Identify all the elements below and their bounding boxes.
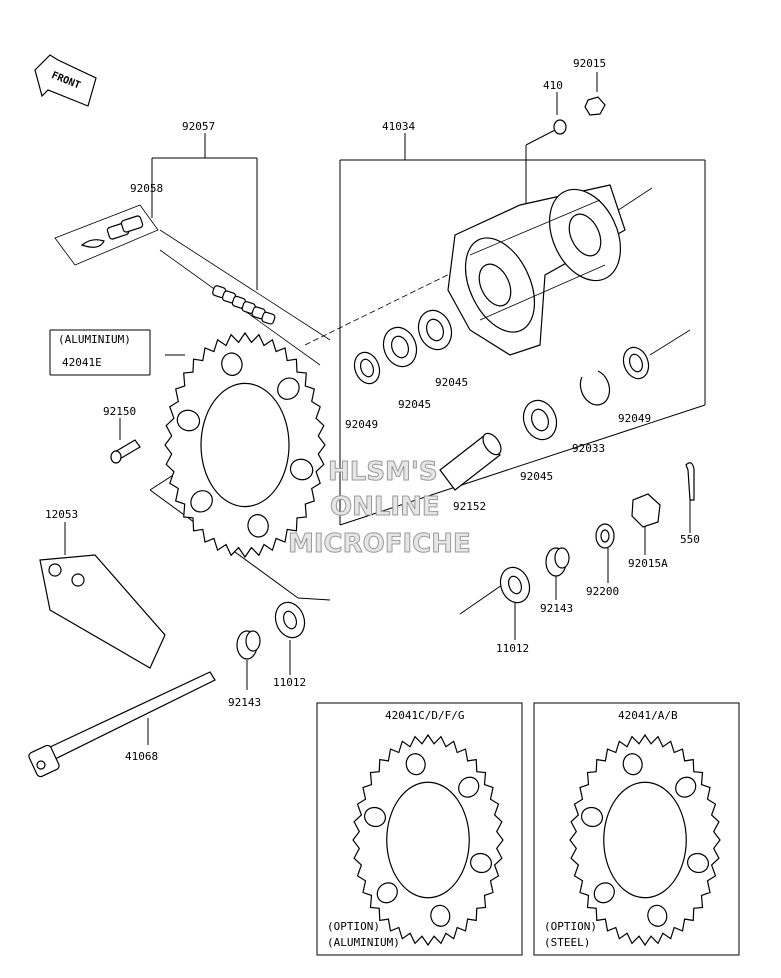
- label-92200: 92200: [586, 585, 619, 598]
- sprocket-option-steel: [569, 733, 721, 947]
- label-92015A: 92015A: [628, 557, 668, 570]
- nut-92015: [584, 96, 606, 116]
- label-92143-right: 92143: [540, 602, 573, 615]
- label-92143-left: 92143: [228, 696, 261, 709]
- label-92033: 92033: [572, 442, 605, 455]
- label-92057: 92057: [182, 120, 215, 133]
- label-92049-right: 92049: [618, 412, 651, 425]
- drive-chain: [54, 204, 331, 366]
- spacer-11012-right: [499, 566, 531, 604]
- watermark-line-3: MICROFICHE: [288, 529, 471, 559]
- label-92045-c: 92045: [520, 470, 553, 483]
- option-steel-line1: (OPTION): [544, 920, 597, 933]
- seal-92049-right: [622, 346, 650, 380]
- watermark: HLSM'S ONLINE MICROFICHE: [288, 457, 472, 560]
- label-aluminium-box: (ALUMINIUM): [58, 333, 131, 346]
- label-42041E: 42041E: [62, 356, 102, 369]
- option-steel-line2: (STEEL): [544, 936, 590, 949]
- master-link: [80, 215, 144, 248]
- chain-guide-12053: [39, 554, 166, 669]
- label-11012-right: 11012: [496, 642, 529, 655]
- circlip-92033: [579, 370, 611, 406]
- label-92015: 92015: [573, 57, 606, 70]
- option-aluminium-line2: (ALUMINIUM): [327, 936, 400, 949]
- watermark-line-2: ONLINE: [330, 492, 440, 522]
- option-aluminium-part: 42041C/D/F/G: [385, 709, 464, 722]
- bearing-92045-c: [522, 399, 558, 441]
- label-41034: 41034: [382, 120, 415, 133]
- cotter-pin-550: [685, 462, 695, 501]
- collar-92143-left: [236, 630, 261, 660]
- label-550: 550: [680, 533, 700, 546]
- option-steel-part: 42041/A/B: [618, 709, 678, 722]
- front-arrow-icon: FRONT: [34, 54, 97, 107]
- label-92049-left: 92049: [345, 418, 378, 431]
- label-92045-b: 92045: [398, 398, 431, 411]
- label-92045-a: 92045: [435, 376, 468, 389]
- sprocket-option-aluminium: [352, 733, 504, 947]
- seal-92049-left: [353, 351, 381, 385]
- label-410: 410: [543, 79, 563, 92]
- collar-92143-right: [545, 547, 570, 577]
- rear-hub: [447, 184, 626, 356]
- bolt-92150: [110, 439, 141, 464]
- label-92058: 92058: [130, 182, 163, 195]
- label-12053: 12053: [45, 508, 78, 521]
- bearing-92045-a: [382, 326, 418, 368]
- part-labels: 92015 410 41034 92057 92058 (ALUMINIUM) …: [45, 57, 700, 949]
- watermark-line-1: HLSM'S: [328, 457, 438, 487]
- sprocket-42041E: [164, 331, 326, 559]
- washer-92200: [595, 523, 615, 549]
- spacer-11012-left: [274, 601, 306, 639]
- label-92150: 92150: [103, 405, 136, 418]
- option-aluminium-line1: (OPTION): [327, 920, 380, 933]
- nut-92015A: [631, 493, 661, 528]
- leader-lines: [49, 72, 740, 956]
- label-11012-left: 11012: [273, 676, 306, 689]
- bearing-92045-b: [417, 309, 453, 351]
- axle-41068: [28, 671, 216, 778]
- washer-410: [553, 119, 567, 135]
- spacer-92152: [439, 432, 502, 491]
- label-41068: 41068: [125, 750, 158, 763]
- label-92152: 92152: [453, 500, 486, 513]
